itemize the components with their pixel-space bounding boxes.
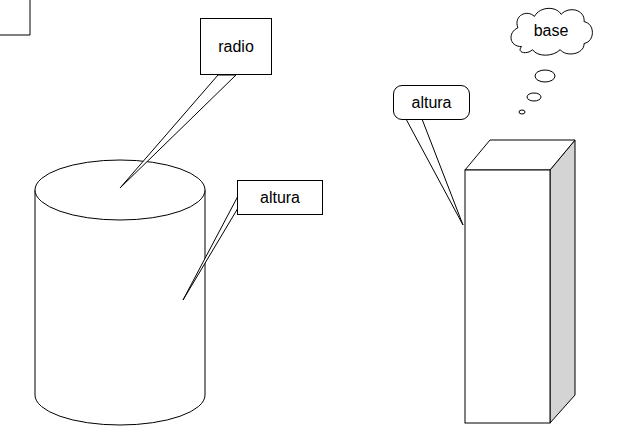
callout-label: altura [260, 188, 300, 207]
rectangular-prism [465, 140, 575, 423]
rounded-callout: altura [393, 85, 470, 120]
thought-bubble [535, 70, 555, 82]
callout-pointer [183, 196, 238, 300]
callout-pointer [406, 119, 463, 225]
cut-frame [0, 0, 30, 35]
callout-box: radio [200, 18, 272, 75]
callout-label: altura [411, 93, 451, 112]
thought-bubble [527, 93, 541, 101]
callout-box: altura [237, 180, 323, 215]
callout-pointer [120, 75, 236, 188]
cylinder [35, 160, 205, 425]
thought-bubble [519, 110, 525, 114]
callout-label: radio [218, 37, 254, 56]
callout-label: base [534, 21, 569, 40]
thought-cloud: base [505, 5, 597, 57]
